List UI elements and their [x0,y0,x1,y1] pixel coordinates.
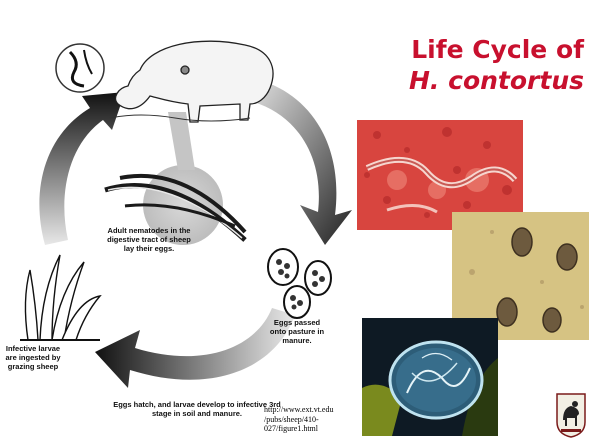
grass-drawing [20,255,100,340]
cycle-arrow-left [39,92,125,245]
slide-title: Life Cycle of H. contortus [352,34,584,96]
stage-label-eggs: Eggs passed onto pasture in manure. [265,318,329,345]
source-url-text: http://www.ext.vt.edu /pubs/sheep/410-02… [264,405,360,434]
stage-label-adult: Adult nematodes in the digestive tract o… [105,226,193,253]
larva-micrograph-photo [362,318,498,436]
larva-inset-icon [56,44,104,92]
stage-label-hatch: Eggs hatch, and larvae develop to infect… [112,400,282,418]
title-line-2: H. contortus [352,65,584,96]
stage-label-infective: Infective larvae are ingested by grazing… [2,344,64,371]
sheep-drawing [110,41,273,122]
eggs-drawing [268,249,331,318]
title-line-1: Life Cycle of [352,34,584,65]
sheep-logo-icon [555,392,587,438]
